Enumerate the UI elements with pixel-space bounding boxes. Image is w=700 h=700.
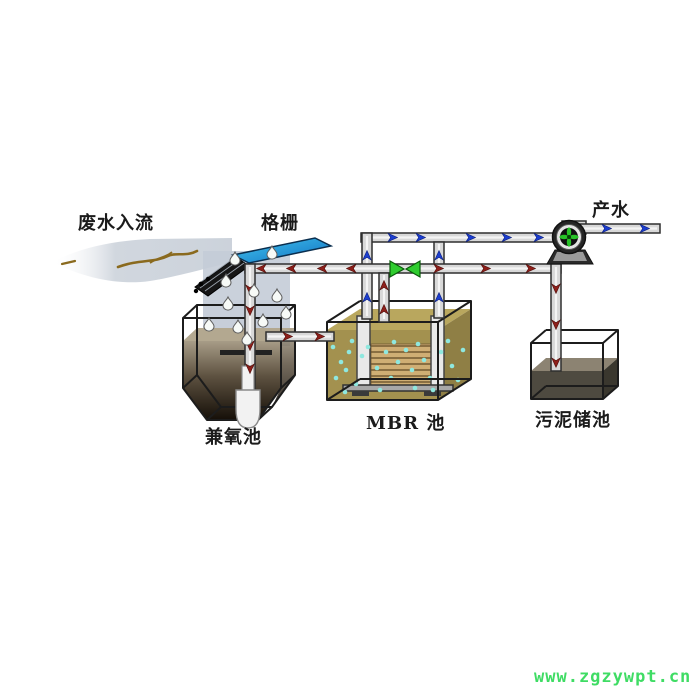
inflow-label: 废水入流 (78, 213, 154, 234)
mbr-tank (326, 300, 472, 401)
fan-blades (559, 227, 579, 247)
inflow-stream (52, 238, 232, 283)
product-water-label: 产水 (592, 200, 630, 221)
aeration-bubbles (330, 338, 466, 395)
bar-screen-icon (193, 237, 334, 297)
sludge-storage-tank (530, 329, 619, 400)
watermark: www.zgzywpt.cn (534, 667, 692, 687)
mixer-icon (235, 365, 261, 429)
facultative-tank-label: 兼氧池 (205, 427, 262, 448)
mbr-tank-label: MBR 池 (366, 413, 446, 434)
pump-icon (546, 219, 661, 265)
screen-label: 格栅 (261, 213, 299, 234)
valve-icon (389, 259, 421, 279)
sludge-tank-label: 污泥储池 (535, 410, 611, 431)
